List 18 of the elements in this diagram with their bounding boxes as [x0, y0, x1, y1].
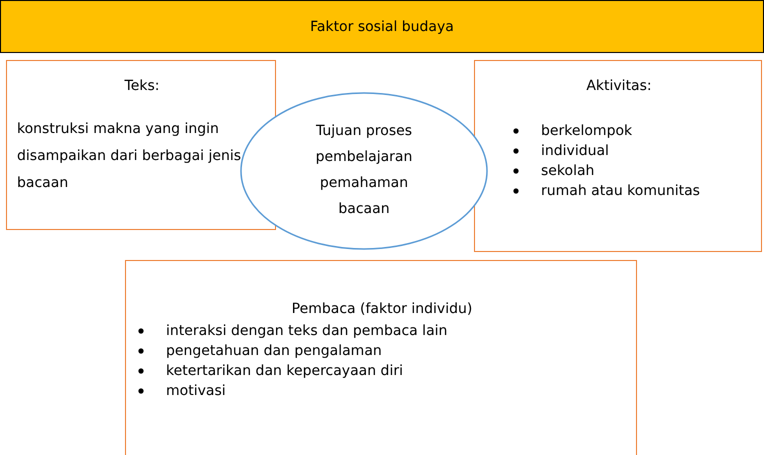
panel-heading: Pembaca (faktor individu) — [290, 300, 474, 319]
list-item: sekolah — [541, 162, 594, 181]
goal-text: Tujuan proses pembelajaran pemahaman bacaan — [314, 122, 414, 219]
header-bar — [0, 0, 764, 53]
list-item: pengetahuan dan pengalaman — [166, 342, 382, 361]
description-text: konstruksi makna yang ingin disampaikan dari berbagai jenis bacaan — [17, 120, 242, 193]
activity-panel — [474, 60, 762, 252]
list-item: individual — [541, 142, 609, 161]
list-item: interaksi dengan teks dan pembaca lain — [166, 322, 448, 341]
list-item: rumah atau komunitas — [541, 182, 700, 201]
list-item: motivasi — [166, 382, 226, 401]
panel-heading: Teks: — [124, 77, 160, 96]
reader-panel — [125, 260, 637, 455]
header-title: Faktor sosial budaya — [309, 18, 455, 37]
text-panel — [6, 60, 276, 230]
list-item: berkelompok — [541, 122, 632, 141]
list-item: ketertarikan dan kepercayaan diri — [166, 362, 403, 381]
panel-heading: Aktivitas: — [585, 77, 653, 96]
